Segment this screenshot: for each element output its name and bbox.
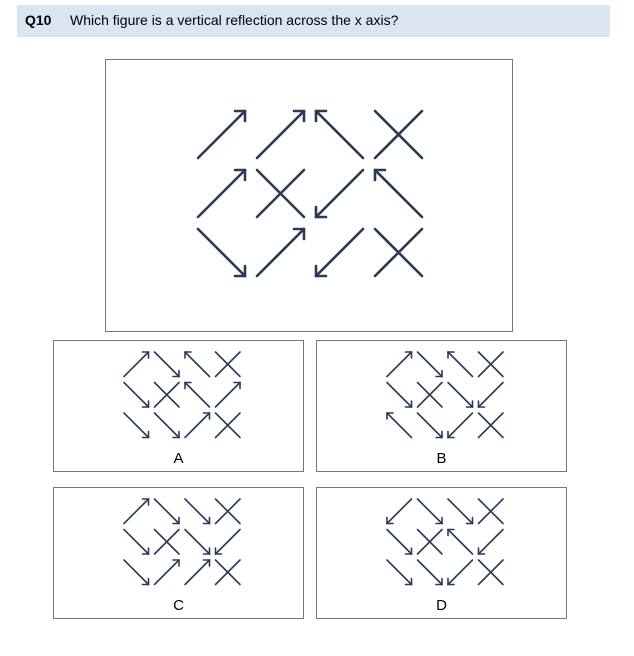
arrow-icon xyxy=(416,412,443,439)
cross-icon xyxy=(214,498,241,525)
question-text: Which figure is a vertical reflection ac… xyxy=(70,12,399,28)
arrow-icon xyxy=(153,559,180,586)
cross-icon xyxy=(477,412,504,439)
cross-icon xyxy=(214,351,241,378)
arrow-icon xyxy=(153,412,180,439)
cross-icon xyxy=(153,528,180,555)
cross-icon xyxy=(214,559,241,586)
arrow-icon xyxy=(123,559,150,586)
option-d-panel[interactable]: D xyxy=(316,487,567,619)
arrow-icon xyxy=(386,351,413,378)
arrow-icon xyxy=(416,559,443,586)
arrow-icon xyxy=(386,528,413,555)
arrow-icon xyxy=(477,381,504,408)
arrow-icon xyxy=(477,528,504,555)
cross-icon xyxy=(477,351,504,378)
arrow-icon xyxy=(386,381,413,408)
cross-icon xyxy=(373,109,424,160)
cross-icon xyxy=(477,498,504,525)
arrow-icon xyxy=(447,559,474,586)
arrow-icon xyxy=(386,498,413,525)
arrow-icon xyxy=(123,351,150,378)
arrow-icon xyxy=(447,528,474,555)
arrow-icon xyxy=(184,351,211,378)
option-a-label: A xyxy=(173,450,184,467)
arrow-icon xyxy=(386,559,413,586)
original-figure xyxy=(196,109,424,278)
option-d-figure xyxy=(386,498,504,586)
option-a-panel[interactable]: A xyxy=(53,340,304,472)
arrow-icon xyxy=(214,381,241,408)
option-d-label: D xyxy=(436,597,447,614)
arrow-icon xyxy=(123,381,150,408)
option-c-figure xyxy=(123,498,241,586)
arrow-icon xyxy=(196,109,247,160)
arrow-icon xyxy=(447,498,474,525)
arrow-icon xyxy=(184,559,211,586)
arrow-icon xyxy=(184,412,211,439)
arrow-icon xyxy=(447,412,474,439)
arrow-icon xyxy=(184,498,211,525)
cross-icon xyxy=(416,381,443,408)
cross-icon xyxy=(373,227,424,278)
arrow-icon xyxy=(447,351,474,378)
arrow-icon xyxy=(153,498,180,525)
cross-icon xyxy=(214,412,241,439)
cross-icon xyxy=(416,528,443,555)
arrow-icon xyxy=(416,498,443,525)
arrow-icon xyxy=(184,381,211,408)
option-c-panel[interactable]: C xyxy=(53,487,304,619)
arrow-icon xyxy=(373,168,424,219)
original-figure-panel xyxy=(105,59,513,332)
arrow-icon xyxy=(416,351,443,378)
arrow-icon xyxy=(447,381,474,408)
cross-icon xyxy=(255,168,306,219)
arrow-icon xyxy=(153,351,180,378)
arrow-icon xyxy=(196,227,247,278)
option-b-panel[interactable]: B xyxy=(316,340,567,472)
arrow-icon xyxy=(314,168,365,219)
figure-arrows xyxy=(123,498,241,586)
arrow-icon xyxy=(196,168,247,219)
arrow-icon xyxy=(314,227,365,278)
figure-arrows xyxy=(123,351,241,439)
arrow-icon xyxy=(123,412,150,439)
cross-icon xyxy=(477,559,504,586)
figure-arrows xyxy=(196,109,424,278)
arrow-icon xyxy=(184,528,211,555)
option-c-label: C xyxy=(173,597,184,614)
option-a-figure xyxy=(123,351,241,439)
arrow-icon xyxy=(214,528,241,555)
figure-arrows xyxy=(386,351,504,439)
arrow-icon xyxy=(123,498,150,525)
arrow-icon xyxy=(255,227,306,278)
question-number: Q10 xyxy=(25,12,52,28)
arrow-icon xyxy=(314,109,365,160)
option-b-figure xyxy=(386,351,504,439)
arrow-icon xyxy=(255,109,306,160)
arrow-icon xyxy=(123,528,150,555)
figure-arrows xyxy=(386,498,504,586)
option-b-label: B xyxy=(436,450,447,467)
question-bar: Q10 Which figure is a vertical reflectio… xyxy=(17,5,610,37)
cross-icon xyxy=(153,381,180,408)
arrow-icon xyxy=(386,412,413,439)
